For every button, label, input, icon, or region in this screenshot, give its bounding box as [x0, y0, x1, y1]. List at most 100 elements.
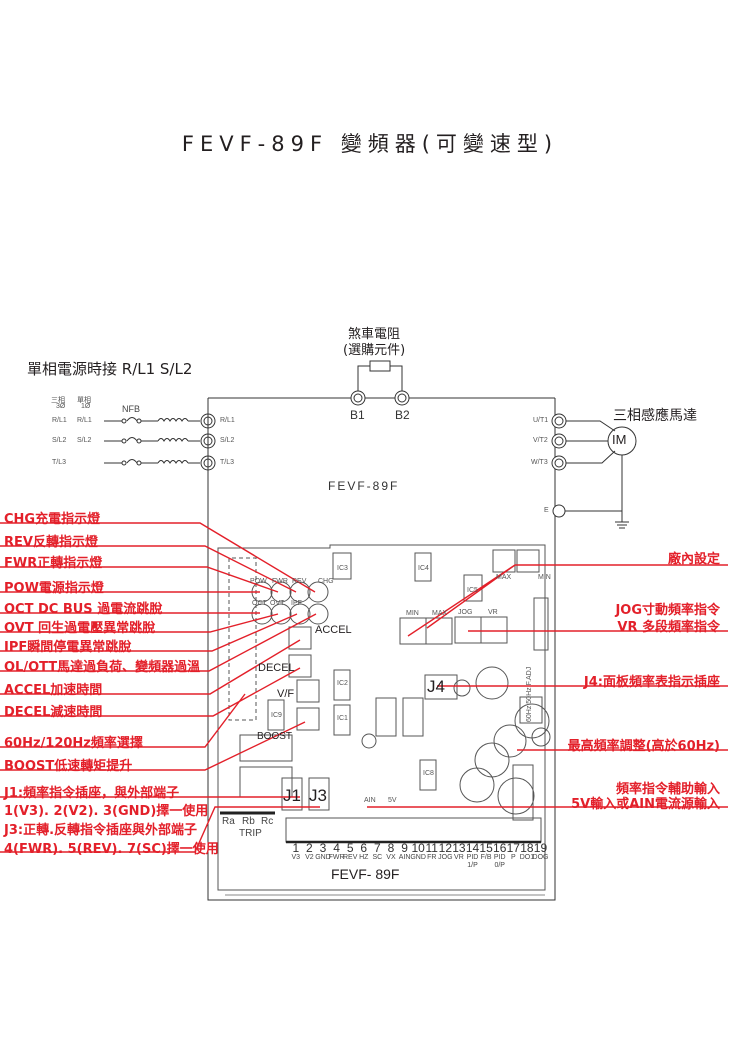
input-heading: 單相電源時接 R/L1 S/L2 — [27, 360, 193, 378]
callout-decel: DECEL減速時間 — [4, 705, 103, 720]
input-line-sl2 — [104, 437, 200, 444]
terminal-signal: REV — [342, 854, 358, 861]
input-row-single: R/L1 — [77, 417, 92, 424]
terminal-signal: HZ — [359, 854, 369, 861]
silk-ipf: IPF — [291, 600, 302, 607]
callout-pow: POW電源指示燈 — [4, 581, 104, 596]
terminal-signal: GND — [410, 854, 426, 861]
output-terminal-label: U/T1 — [533, 417, 549, 424]
terminal-signal: DOG — [532, 854, 549, 861]
terminal-number: 7 — [374, 841, 381, 855]
terminal-label: S/L2 — [220, 437, 235, 444]
input-line-tl3 — [104, 459, 200, 466]
silk-5v: 5V — [388, 797, 397, 804]
silk-max: MAX — [432, 610, 448, 617]
terminal-wt3 — [551, 455, 567, 471]
page-title: FEVF-89F 變頻器(可變速型) — [181, 132, 559, 156]
silk-vr: VR — [488, 609, 498, 616]
silk-ovt: OVT — [270, 600, 285, 607]
ground-icon — [615, 511, 629, 529]
model-label-top: FEVF-89F — [328, 479, 400, 493]
callout-max-freq: 最高頻率調整(高於60Hz) — [567, 739, 720, 754]
callout-j1-line2: 1(V3). 2(V2). 3(GND)擇一使用 — [4, 804, 209, 819]
input-row-single: S/L2 — [77, 437, 92, 444]
brake-sublabel: (選購元件) — [343, 343, 406, 358]
silk-max2: MAX — [496, 574, 512, 581]
callout-j1-line1: J1:頻率指令插座，與外部端子 — [4, 786, 180, 801]
terminal-number: 4 — [333, 841, 340, 855]
terminal-signal: V2 — [305, 854, 314, 861]
terminal-rl1 — [200, 413, 216, 429]
callout-vr: VR 多段頻率指令 — [617, 620, 720, 635]
terminal-sl2 — [200, 433, 216, 449]
silk-freq-adj: 60Hz 50Hz F.ADJ — [526, 666, 533, 722]
terminal-number: 1 — [292, 841, 300, 855]
single-phase-symbol: 1Ø — [81, 403, 91, 410]
terminal-number: 6 — [360, 841, 368, 855]
terminal-number: 19 — [533, 841, 548, 855]
terminal-label: T/L3 — [220, 459, 235, 466]
terminal-signal: JOG — [438, 854, 453, 861]
brake-resistor — [350, 360, 410, 406]
silk-chg: CHG — [318, 578, 334, 585]
silk-pow: POW — [250, 578, 267, 585]
input-row-three: S/L2 — [52, 437, 67, 444]
terminal-number: 10 — [411, 841, 425, 855]
pcb — [217, 544, 551, 896]
silk-j3: J3 — [309, 786, 327, 805]
input-row-three: R/L1 — [52, 417, 67, 424]
nfb-label: NFB — [122, 404, 140, 414]
callout-rev: REV反轉指示燈 — [4, 535, 98, 550]
callout-accel: ACCEL加速時間 — [4, 683, 103, 698]
terminal-signal: F/B — [480, 854, 492, 861]
model-label-bottom: FEVF- 89F — [331, 866, 400, 882]
terminal-number: 5 — [346, 841, 354, 855]
silk-ic1: IC1 — [337, 715, 348, 722]
silk-decel: DECEL — [258, 662, 295, 674]
callout-fwr: FWR正轉指示燈 — [4, 556, 103, 571]
silk-j1: J1 — [283, 786, 301, 805]
single-phase-label: 單相 — [77, 397, 91, 404]
terminal-signal: VR — [454, 854, 464, 861]
three-phase-symbol: 3Ø — [56, 403, 66, 410]
trip-rc: Rc — [261, 816, 274, 827]
callout-j3-line2: 4(FWR). 5(REV). 7(SC)擇一使用 — [4, 842, 219, 857]
terminal-vt2 — [551, 433, 567, 449]
callout-ipf: IPF瞬間停電異常跳脫 — [4, 640, 132, 655]
silk-min2: MIN — [538, 574, 551, 581]
output-terminal-label: V/T2 — [533, 437, 548, 444]
silk-ic3: IC3 — [337, 565, 348, 572]
terminal-signal: GND — [315, 854, 331, 861]
silk-rev: REV — [292, 578, 307, 585]
callout-aux-input: 頻率指令輔助輸入 — [615, 782, 720, 797]
terminal-number: 2 — [306, 841, 313, 855]
terminal-signal: P — [510, 854, 516, 861]
trip-ra: Ra — [222, 816, 235, 827]
terminal-number: 16 — [493, 841, 507, 855]
terminal-signal: V3 — [291, 854, 301, 861]
callout-factory-setting: 廠內設定 — [667, 552, 720, 567]
terminal-tl3 — [200, 455, 216, 471]
motor-im-label: IM — [612, 432, 627, 447]
brake-label: 煞車電阻 — [348, 327, 401, 342]
terminal-number: 12 — [438, 841, 452, 855]
terminal-number: 8 — [387, 841, 395, 855]
callout-5v-ain: 5V輸入或AIN電流源輸入 — [571, 797, 720, 812]
trip-rb: Rb — [242, 816, 255, 827]
terminal-signal: PID 1/P — [466, 854, 479, 869]
